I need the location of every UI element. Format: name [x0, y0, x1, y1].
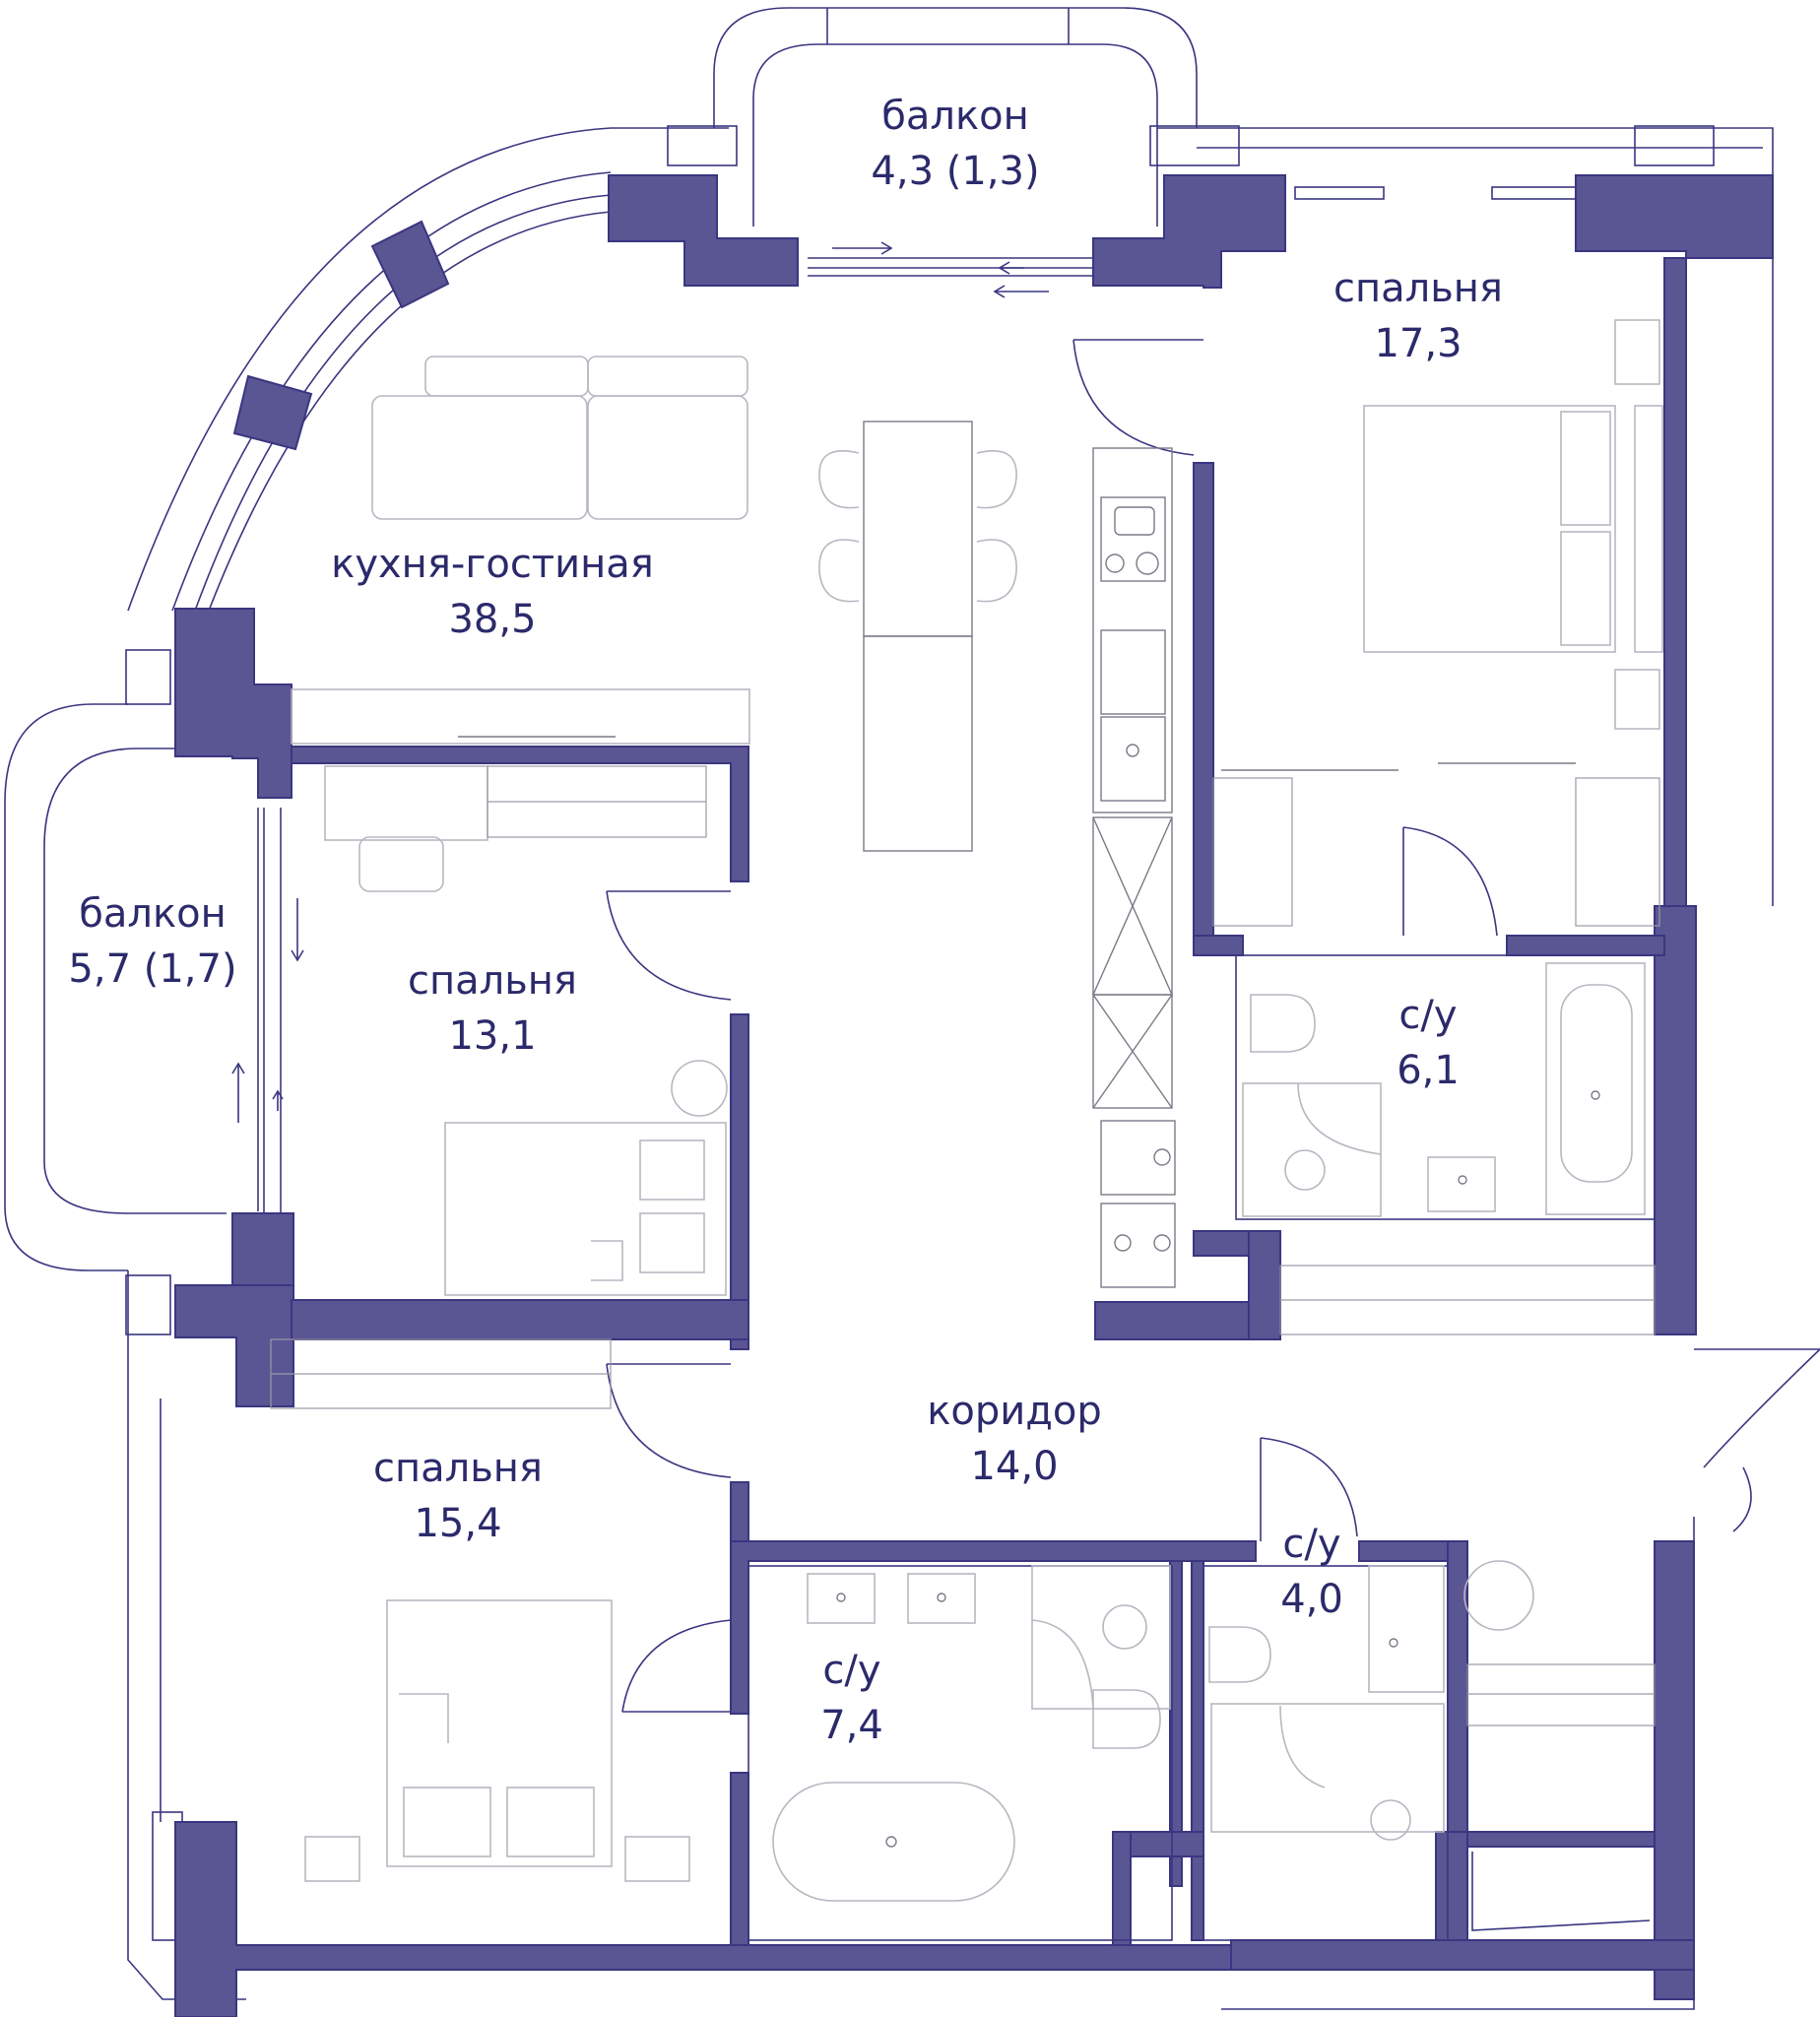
- room-name: спальня: [407, 958, 577, 1004]
- room-area: 14,0: [970, 1444, 1059, 1489]
- room-label-bath-e: с/у 6,1: [1359, 988, 1497, 1098]
- room-label-corridor: коридор 14,0: [896, 1384, 1133, 1494]
- room-area: 17,3: [1374, 321, 1462, 366]
- room-area: 13,1: [448, 1013, 537, 1059]
- room-area: 7,4: [820, 1703, 883, 1748]
- room-label-bedroom-mid: спальня 13,1: [384, 953, 601, 1064]
- room-area: 15,4: [414, 1501, 502, 1546]
- room-name: спальня: [372, 1446, 543, 1491]
- room-name: с/у: [822, 1648, 881, 1693]
- room-name: спальня: [1332, 266, 1503, 311]
- room-name: коридор: [927, 1389, 1102, 1434]
- room-name: с/у: [1282, 1522, 1341, 1567]
- room-area: 6,1: [1397, 1048, 1460, 1093]
- room-label-balcony-left: балкон 5,7 (1,7): [54, 886, 251, 997]
- room-name: с/у: [1398, 993, 1458, 1038]
- room-area: 5,7 (1,7): [68, 946, 237, 992]
- room-area: 38,5: [448, 597, 537, 642]
- room-name: балкон: [881, 94, 1029, 139]
- room-label-bedroom-sw: спальня 15,4: [350, 1441, 566, 1551]
- room-name: кухня-гостиная: [331, 542, 654, 587]
- room-area: 4,0: [1280, 1577, 1343, 1622]
- furniture: [270, 319, 1663, 1941]
- room-label-balcony-top: балкон 4,3 (1,3): [847, 89, 1064, 199]
- room-label-wc-se: с/у 4,0: [1243, 1517, 1381, 1627]
- room-label-bedroom-ne: спальня 17,3: [1300, 261, 1536, 371]
- room-name: балкон: [79, 891, 227, 937]
- room-area: 4,3 (1,3): [871, 149, 1040, 194]
- room-label-bath-s: с/у 7,4: [783, 1643, 921, 1753]
- slide-arrows: [231, 241, 1049, 1123]
- openings: [257, 257, 1820, 1713]
- room-label-kitchen: кухня-гостиная 38,5: [315, 537, 670, 647]
- walls: [174, 174, 1774, 2017]
